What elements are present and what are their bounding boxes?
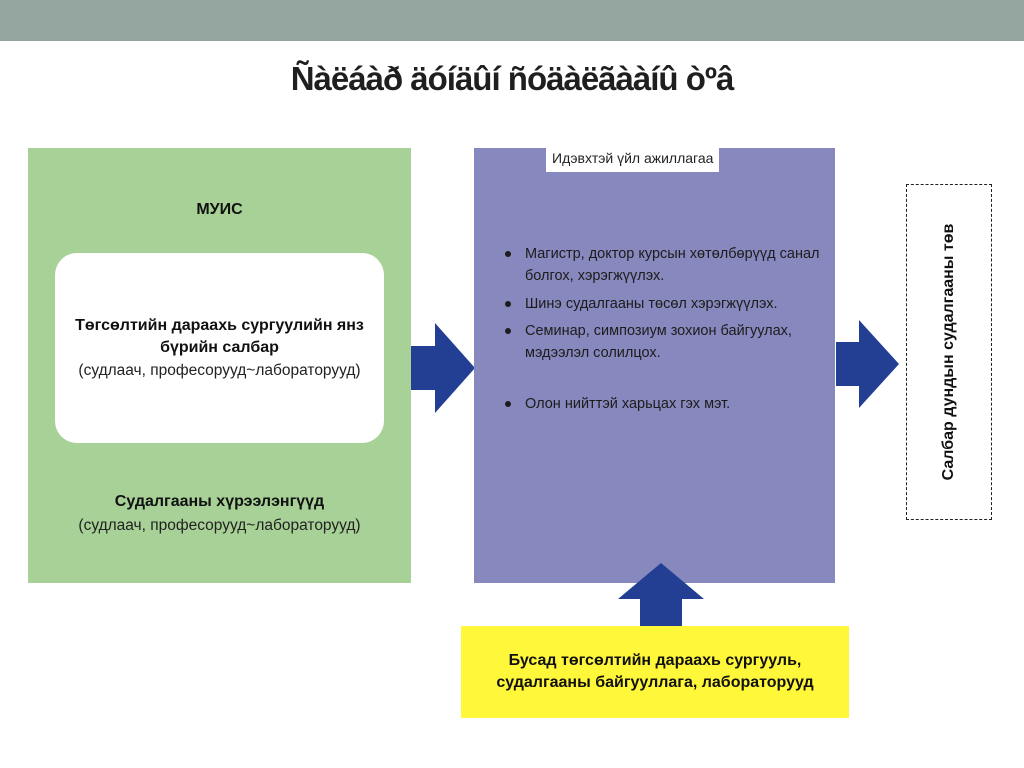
bullet-icon: [505, 301, 511, 307]
list-item-text: Магистр, доктор курсын хөтөлбөрүүд санал…: [525, 246, 820, 284]
list-item: Семинар, симпозиум зохион байгуулах, мэд…: [504, 320, 829, 364]
list-item-text: Олон нийттэй харьцах гэх мэт.: [525, 396, 731, 412]
arrow-right-icon: [836, 320, 899, 408]
bullet-icon: [505, 401, 511, 407]
list-item-text: Шинэ судалгааны төсөл хэрэгжүүлэх.: [525, 296, 778, 312]
list-item-text: Семинар, симпозиум зохион байгуулах, мэд…: [525, 323, 792, 361]
list-item: Олон нийттэй харьцах гэх мэт.: [504, 393, 829, 415]
arrow-right-icon: [411, 323, 475, 413]
other-institutions-text: Бусад төгсөлтийн дараахь сургууль, судал…: [496, 652, 814, 691]
active-operations-label: Идэвхтэй үйл ажиллагаа: [546, 148, 720, 172]
other-institutions-box: Бусад төгсөлтийн дараахь сургууль, судал…: [461, 626, 849, 718]
graduate-school-subtitle: (судлаач, професорууд~лабораторууд): [78, 361, 361, 379]
arrow-up-icon: [618, 563, 704, 627]
list-item: Шинэ судалгааны төсөл хэрэгжүүлэх.: [504, 293, 829, 315]
graduate-school-title: Төгсөлтийн дараахь сургуулийн янз бүрийн…: [75, 316, 364, 356]
interdisciplinary-center-box: Салбар дундын судалгааны төв: [906, 184, 992, 520]
research-institutes-subtitle: (судлаач, професорууд~лабораторууд): [78, 517, 361, 534]
muis-heading: МУИС: [196, 201, 243, 218]
top-bar: [0, 0, 1024, 41]
graduate-school-card: Төгсөлтийн дараахь сургуулийн янз бүрийн…: [55, 253, 384, 443]
active-operations-box: Идэвхтэй үйл ажиллагаа Магистр, доктор к…: [474, 148, 835, 583]
list-item: Магистр, доктор курсын хөтөлбөрүүд санал…: [504, 243, 829, 287]
research-institutes-block: Судалгааны хүрээлэнгүүд (судлаач, профес…: [28, 491, 411, 537]
interdisciplinary-center-text: Салбар дундын судалгааны төв: [940, 223, 957, 481]
bullet-icon: [505, 328, 511, 334]
activity-list: Магистр, доктор курсын хөтөлбөрүүд санал…: [504, 243, 829, 415]
slide-title: Ñàëáàð äóíäûí ñóäàëãààíû òºâ: [290, 60, 735, 97]
research-institutes-title: Судалгааны хүрээлэнгүүд: [114, 493, 325, 510]
muis-box: МУИС Төгсөлтийн дараахь сургуулийн янз б…: [28, 148, 411, 583]
bullet-icon: [505, 251, 511, 257]
